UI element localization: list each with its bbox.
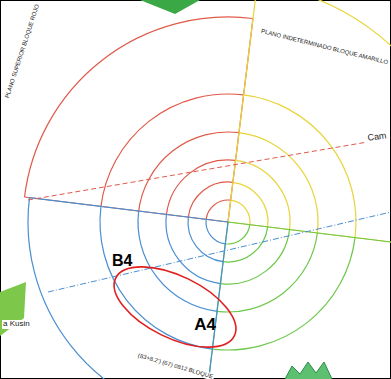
ellipse-outline	[100, 262, 250, 352]
green-area	[285, 362, 332, 379]
ring-arc	[188, 217, 223, 262]
ring-arc	[220, 230, 289, 284]
ring-arc	[236, 160, 290, 229]
axis-line	[48, 212, 391, 292]
ring-arc	[223, 227, 268, 262]
sector-edge	[228, 0, 257, 222]
sector-edge	[200, 222, 228, 379]
axis-line	[28, 138, 391, 200]
ring-arc	[231, 200, 250, 225]
ring-arc	[188, 182, 233, 217]
sector-edge	[29, 198, 228, 222]
ring-arc	[138, 211, 217, 311]
ring-arc	[225, 225, 250, 244]
callout-label: B4	[111, 252, 133, 270]
ellipse	[102, 262, 248, 352]
ring-arc	[139, 132, 239, 211]
ring-arc	[212, 238, 355, 350]
ring-arc	[239, 133, 318, 233]
ring-arc	[206, 200, 231, 219]
ring-arc	[206, 219, 225, 244]
highlight-ellipse: A4	[100, 262, 250, 352]
ring-arc	[257, 0, 391, 251]
ring-arc	[217, 233, 317, 312]
sector-edge	[204, 222, 228, 379]
ring-arc	[200, 250, 391, 379]
ring-arc	[233, 182, 268, 227]
ring-arc	[28, 198, 204, 379]
sector-edge	[25, 197, 228, 222]
ring-arc	[244, 95, 356, 238]
sector-edge	[228, 222, 391, 251]
callout-label: A4	[194, 315, 216, 335]
sector-edge	[228, 222, 391, 250]
ring-arc	[166, 160, 235, 214]
ring-arc	[25, 17, 253, 197]
place-label: a Kusin	[2, 320, 31, 329]
green-area	[140, 0, 200, 14]
ring-arc	[101, 94, 244, 206]
